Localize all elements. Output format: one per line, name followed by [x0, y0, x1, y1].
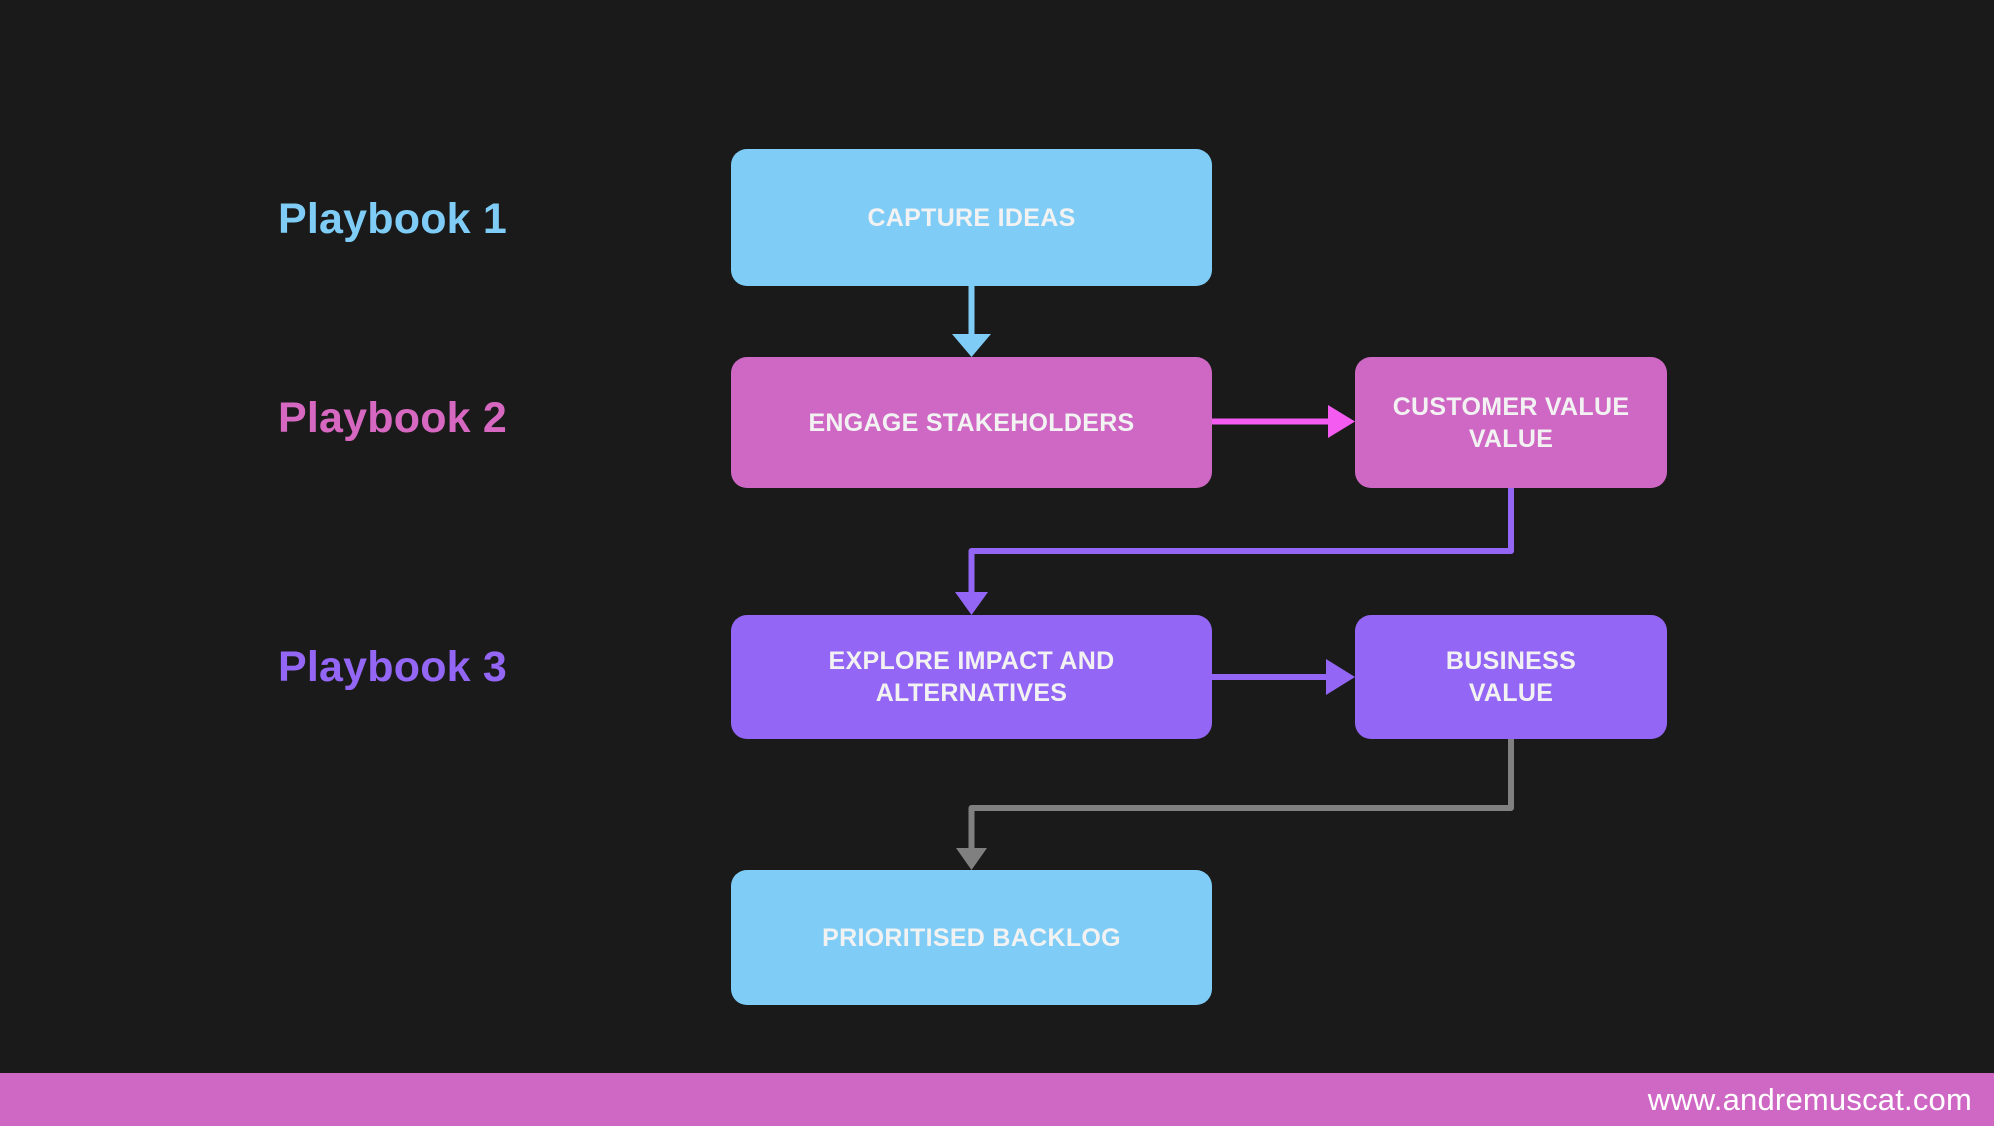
node-capture-ideas-label: CAPTURE IDEAS [867, 203, 1076, 232]
arrow-customer-value-to-explore [955, 485, 1514, 615]
node-explore-impact-line1: EXPLORE IMPACT AND [828, 647, 1115, 675]
node-explore-impact-and-alternatives[interactable]: EXPLORE IMPACT AND ALTERNATIVES [731, 615, 1212, 739]
node-explore-impact-line2: ALTERNATIVES [875, 679, 1068, 707]
arrow-engage-to-customer-value [1212, 405, 1355, 438]
node-business-value[interactable]: BUSINESS VALUE [1355, 615, 1667, 739]
node-business-value-line1: BUSINESS [1445, 647, 1577, 675]
node-customer-value[interactable]: CUSTOMER VALUE VALUE [1355, 357, 1667, 488]
node-customer-value-line1: CUSTOMER VALUE [1392, 392, 1630, 421]
footer-website-url[interactable]: www.andremuscat.com [1647, 1082, 1972, 1117]
node-explore-impact-text: EXPLORE IMPACT AND ALTERNATIVES [829, 645, 1115, 709]
node-engage-stakeholders[interactable]: ENGAGE STAKEHOLDERS [731, 357, 1212, 488]
arrow-business-value-to-backlog [956, 736, 1514, 870]
arrow-explore-to-business-value [1212, 659, 1355, 695]
node-prioritised-backlog[interactable]: PRIORITISED BACKLOG [731, 870, 1212, 1005]
node-customer-value-text: CUSTOMER VALUE VALUE [1393, 391, 1630, 455]
row-label-playbook-1: Playbook 1 [278, 195, 508, 243]
node-capture-ideas[interactable]: CAPTURE IDEAS [731, 149, 1212, 286]
node-business-value-line2: VALUE [1468, 679, 1554, 707]
row-label-playbook-3: Playbook 3 [278, 643, 508, 691]
arrow-capture-to-engage [952, 286, 991, 357]
row-label-playbook-2: Playbook 2 [278, 394, 508, 442]
node-customer-value-line2: VALUE [1468, 424, 1554, 453]
node-business-value-text: BUSINESS VALUE [1446, 645, 1576, 709]
node-prioritised-backlog-label: PRIORITISED BACKLOG [822, 923, 1121, 952]
node-engage-stakeholders-label: ENGAGE STAKEHOLDERS [808, 408, 1135, 437]
footer-bar: www.andremuscat.com [0, 1073, 1994, 1126]
